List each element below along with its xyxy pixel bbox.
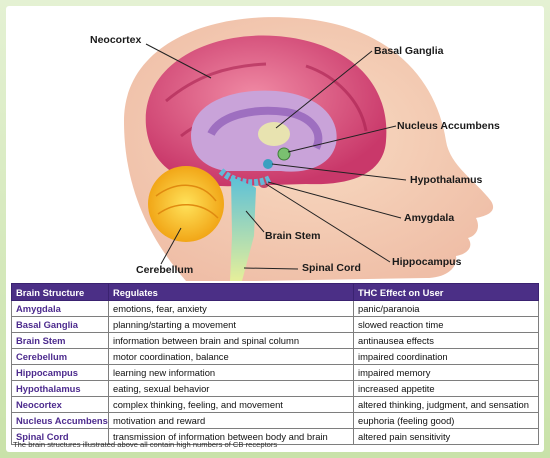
effect-cell: antinausea effects <box>353 332 539 349</box>
label-neocortex: Neocortex <box>90 34 142 46</box>
table-row: Basal Ganglia planning/starting a moveme… <box>11 316 539 333</box>
table-header-row: Brain Structure Regulates THC Effect on … <box>11 283 539 301</box>
hippocampus-shape <box>218 168 273 187</box>
structure-cell: Cerebellum <box>11 348 109 365</box>
thc-effects-table: Brain Structure Regulates THC Effect on … <box>11 283 539 445</box>
table-row: Amygdala emotions, fear, anxiety panic/p… <box>11 300 539 317</box>
table-row: Neocortex complex thinking, feeling, and… <box>11 396 539 413</box>
footnote: The brain structures illustrated above a… <box>13 440 278 449</box>
effect-cell: slowed reaction time <box>353 316 539 333</box>
table-row: Hypothalamus eating, sexual behavior inc… <box>11 380 539 397</box>
brain-stem-shape <box>230 176 256 281</box>
table-row: Spinal Cord transmission of information … <box>11 428 539 445</box>
brain-illustration <box>124 17 494 281</box>
effect-cell: euphoria (feeling good) <box>353 412 539 429</box>
header-brain-structure: Brain Structure <box>11 283 109 301</box>
structure-cell: Amygdala <box>11 300 109 317</box>
regulates-cell: planning/starting a movement <box>108 316 354 333</box>
structure-cell: Nucleus Accumbens <box>11 412 109 429</box>
regulates-cell: transmission of information between body… <box>108 428 354 445</box>
table-row: Cerebellum motor coordination, balance i… <box>11 348 539 365</box>
structure-cell: Basal Ganglia <box>11 316 109 333</box>
table-row: Brain Stem information between brain and… <box>11 332 539 349</box>
leader-lines <box>145 43 407 270</box>
label-hypothalamus: Hypothalamus <box>410 174 483 186</box>
effect-cell: panic/paranoia <box>353 300 539 317</box>
structure-cell: Spinal Cord <box>11 428 109 445</box>
label-spinal-cord: Spinal Cord <box>302 262 361 274</box>
label-basal-ganglia: Basal Ganglia <box>374 45 444 57</box>
regulates-cell: motivation and reward <box>108 412 354 429</box>
effect-cell: altered thinking, judgment, and sensatio… <box>353 396 539 413</box>
label-nucleus-accumbens: Nucleus Accumbens <box>397 120 500 132</box>
table-row: Hippocampus learning new information imp… <box>11 364 539 381</box>
table-row: Nucleus Accumbens motivation and reward … <box>11 412 539 429</box>
structure-cell: Hypothalamus <box>11 380 109 397</box>
header-regulates: Regulates <box>108 283 354 301</box>
label-cerebellum: Cerebellum <box>136 264 194 276</box>
label-brain-stem: Brain Stem <box>265 230 321 242</box>
structure-cell: Hippocampus <box>11 364 109 381</box>
effect-cell: impaired memory <box>353 364 539 381</box>
regulates-cell: emotions, fear, anxiety <box>108 300 354 317</box>
structure-cell: Neocortex <box>11 396 109 413</box>
regulates-cell: motor coordination, balance <box>108 348 354 365</box>
basal-ganglia-shape <box>258 122 290 146</box>
structure-cell: Brain Stem <box>11 332 109 349</box>
nucleus-accumbens-shape <box>277 147 291 161</box>
regulates-cell: learning new information <box>108 364 354 381</box>
effect-cell: altered pain sensitivity <box>353 428 539 445</box>
regulates-cell: complex thinking, feeling, and movement <box>108 396 354 413</box>
effect-cell: increased appetite <box>353 380 539 397</box>
hypothalamus-shape <box>263 159 273 169</box>
label-amygdala: Amygdala <box>404 212 455 224</box>
effect-cell: impaired coordination <box>353 348 539 365</box>
regulates-cell: information between brain and spinal col… <box>108 332 354 349</box>
regulates-cell: eating, sexual behavior <box>108 380 354 397</box>
header-thc-effect: THC Effect on User <box>353 283 539 301</box>
label-hippocampus: Hippocampus <box>392 256 462 268</box>
